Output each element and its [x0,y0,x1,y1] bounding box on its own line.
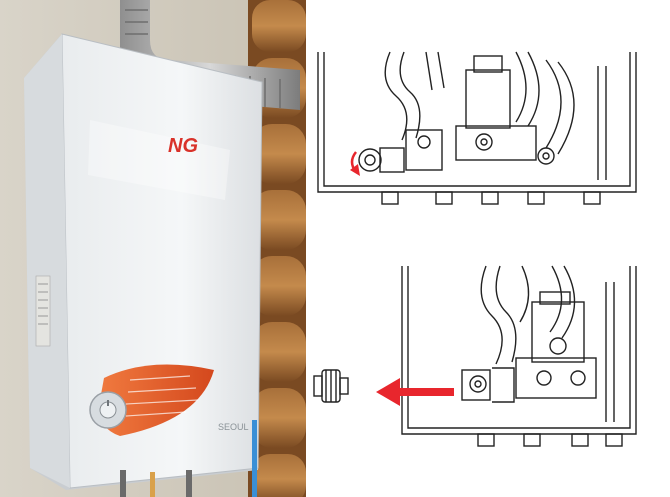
model-label: SEOUL [218,422,249,432]
brand-logo: NG [168,135,198,157]
drain-plug-icon [313,369,349,403]
heater-photo: NG SEOUL [0,0,306,497]
diagram-top [317,51,637,205]
diagram-bottom [313,265,637,447]
arrow-icon [376,378,454,406]
bottom-pipes [120,420,257,497]
control-panel [89,364,214,436]
svg-text:NG: NG [168,135,198,157]
diagram-panel [306,0,670,497]
heater-photo-illustration: NG SEOUL [0,0,306,497]
